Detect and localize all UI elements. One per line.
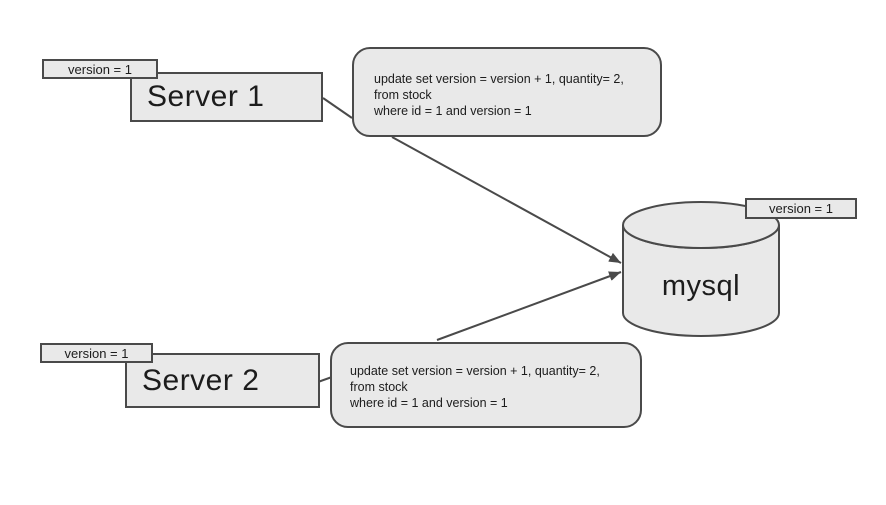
query2-line2: from stock bbox=[350, 380, 408, 394]
server1-label: Server 1 bbox=[147, 80, 265, 113]
server1-version-tag: version = 1 bbox=[42, 59, 158, 79]
mysql-version-tag: version = 1 bbox=[745, 198, 857, 219]
query1-line1: update set version = version + 1, quanti… bbox=[374, 72, 624, 86]
server2-label: Server 2 bbox=[142, 363, 260, 397]
mysql-cylinder bbox=[622, 201, 780, 337]
query1-line2: from stock bbox=[374, 88, 432, 102]
mysql-label: mysql bbox=[661, 270, 741, 302]
query1-to-mysql-arrow bbox=[391, 136, 622, 264]
query2-line1: update set version = version + 1, quanti… bbox=[350, 364, 600, 378]
query1-line3: where id = 1 and version = 1 bbox=[374, 104, 532, 118]
server2-node: Server 2 bbox=[125, 353, 320, 408]
server1-node: Server 1 bbox=[130, 72, 323, 122]
query2-box: update set version = version + 1, quanti… bbox=[330, 342, 642, 428]
server2-version-tag: version = 1 bbox=[40, 343, 153, 363]
mysql-cylinder-top bbox=[622, 201, 780, 249]
query2-to-mysql-arrow bbox=[436, 271, 622, 341]
server1-query1-connector bbox=[322, 97, 353, 119]
query2-line3: where id = 1 and version = 1 bbox=[350, 396, 508, 410]
query1-box: update set version = version + 1, quanti… bbox=[352, 47, 662, 137]
server2-query2-connector bbox=[317, 376, 333, 383]
